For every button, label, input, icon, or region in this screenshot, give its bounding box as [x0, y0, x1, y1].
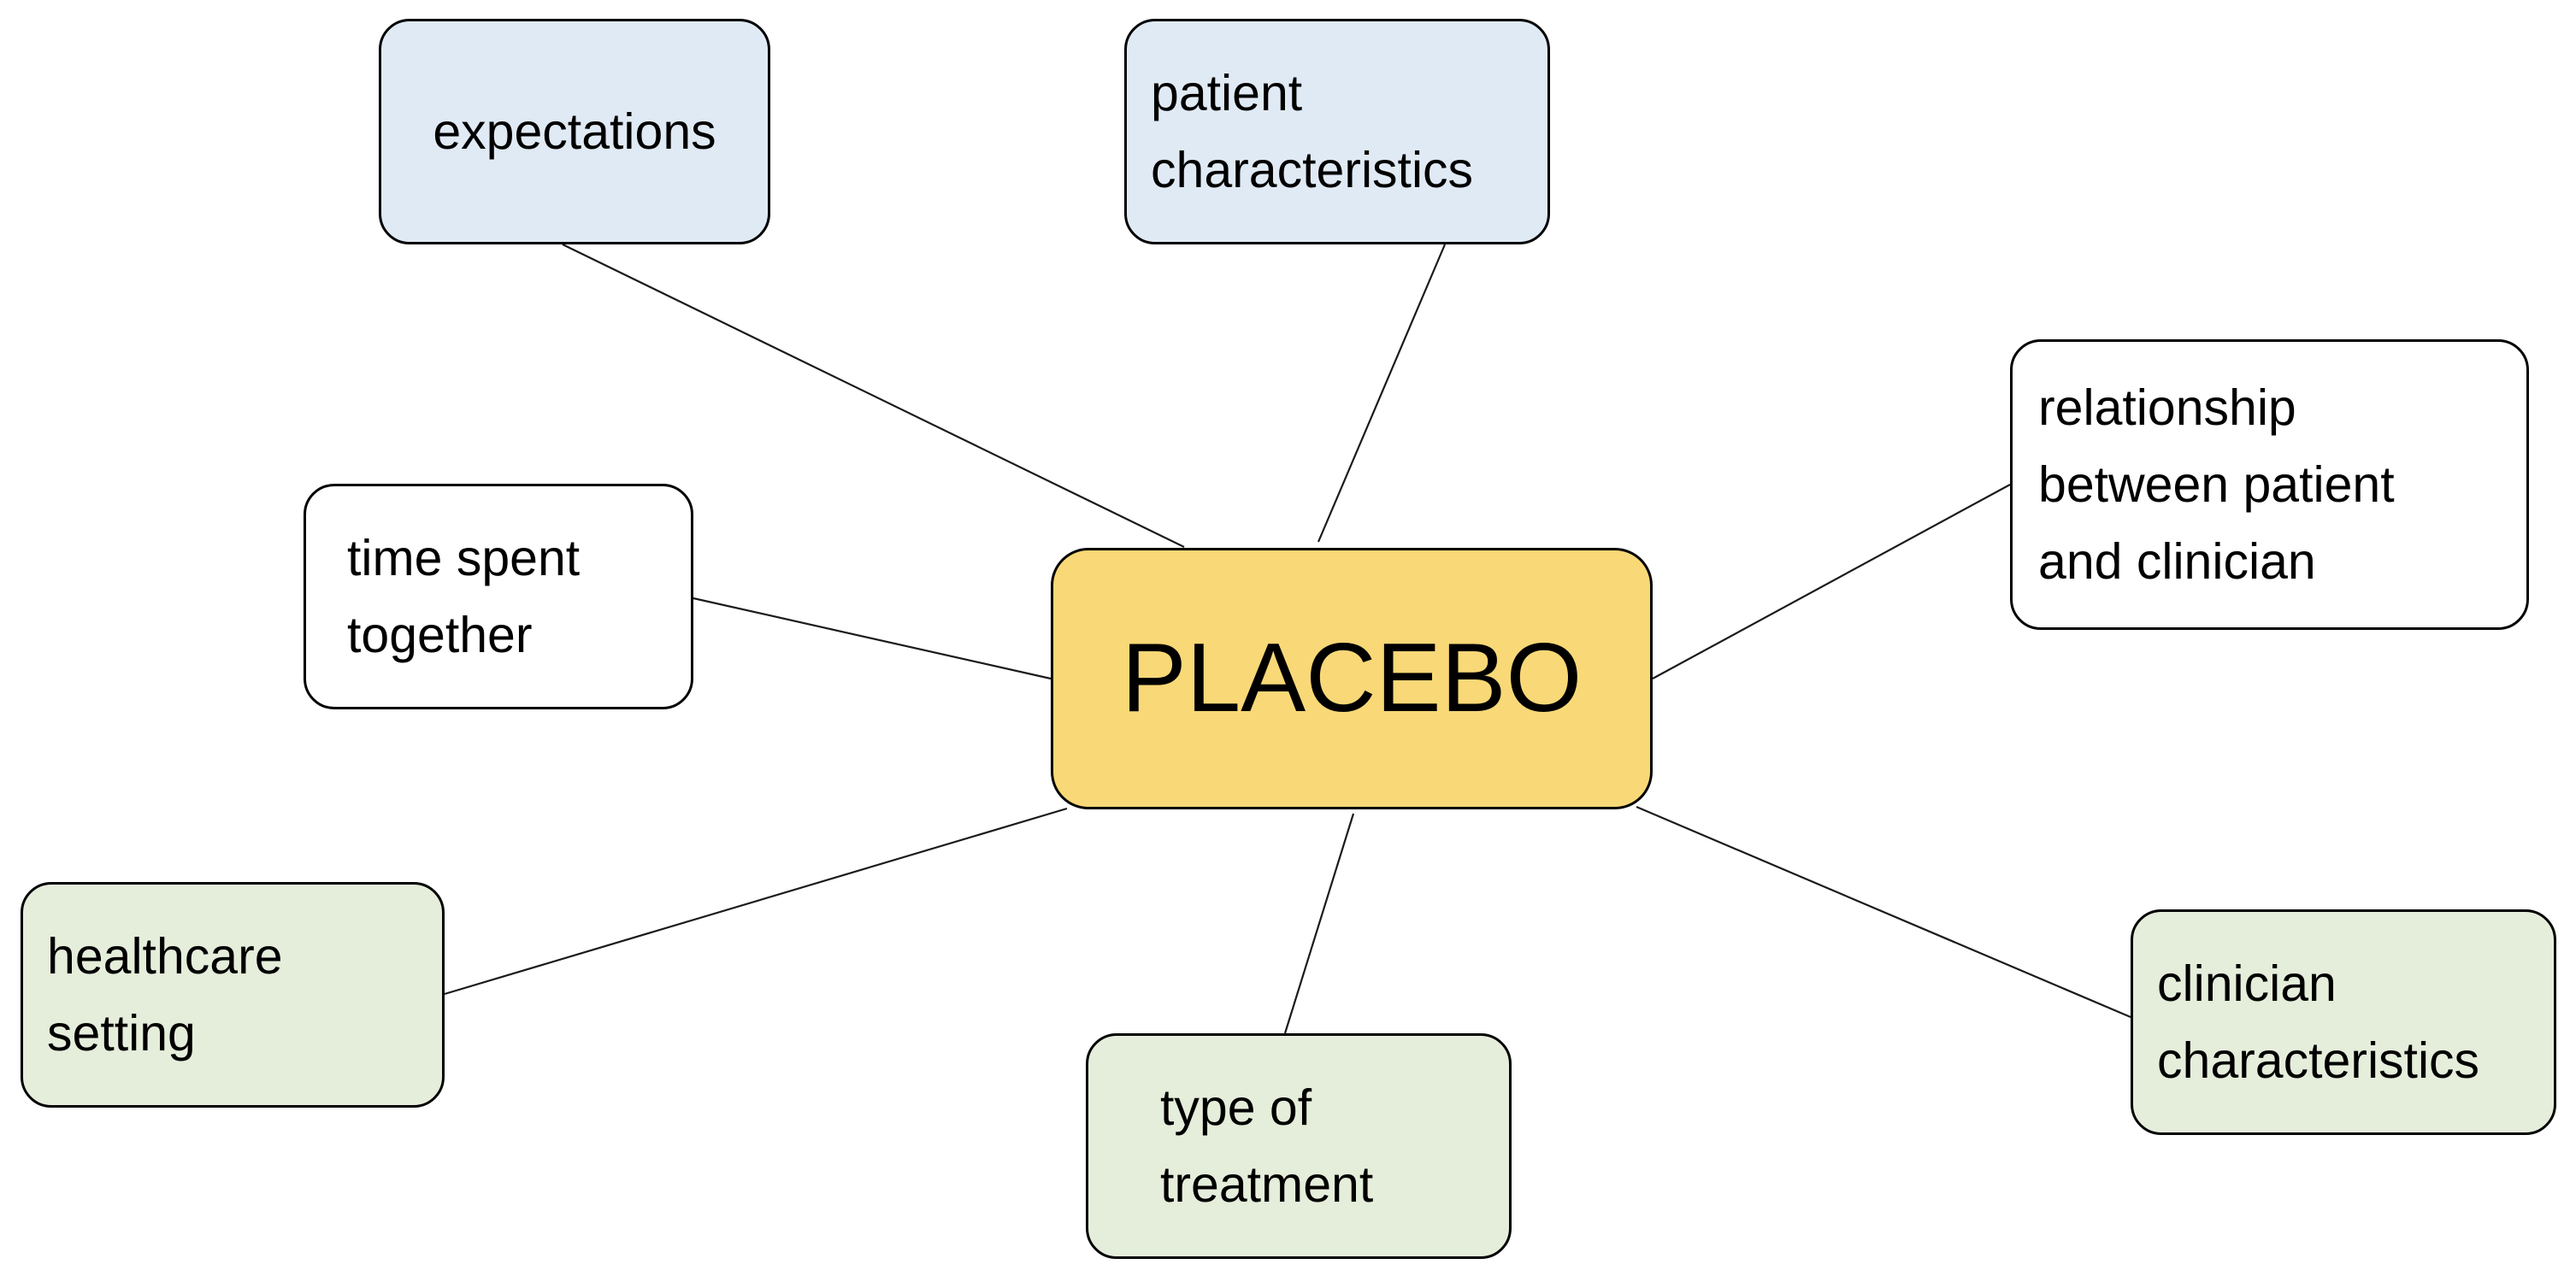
- factor-label-type-of-treatment: type of treatment: [1160, 1079, 1374, 1213]
- factor-label-healthcare-setting: healthcare setting: [47, 928, 283, 1061]
- factor-label-clinician-characteristics: clinician characteristics: [2157, 956, 2480, 1089]
- connector-expectations: [562, 244, 1185, 548]
- factor-node-clinician-characteristics: clinician characteristics: [2131, 909, 2556, 1135]
- factor-node-relationship: relationship between patient and clinici…: [2010, 339, 2529, 630]
- connector-clinician-characteristics: [1636, 805, 2131, 1019]
- center-label-placebo: PLACEBO: [1121, 624, 1583, 732]
- factor-label-expectations: expectations: [433, 103, 716, 160]
- factor-node-type-of-treatment: type of treatment: [1086, 1033, 1512, 1259]
- factor-node-patient-characteristics: patient characteristics: [1124, 19, 1550, 244]
- connector-type-of-treatment: [1283, 813, 1355, 1034]
- center-node-placebo: PLACEBO: [1051, 548, 1653, 809]
- factor-node-healthcare-setting: healthcare setting: [21, 882, 445, 1108]
- connector-time-spent: [693, 597, 1052, 680]
- connector-patient-characteristics: [1317, 244, 1447, 543]
- connector-relationship: [1652, 484, 2011, 679]
- factor-node-time-spent: time spent together: [304, 484, 693, 709]
- factor-label-time-spent: time spent together: [347, 530, 581, 663]
- connector-healthcare-setting: [444, 807, 1068, 996]
- factor-node-expectations: expectations: [379, 19, 770, 244]
- factor-label-relationship: relationship between patient and clinici…: [2038, 379, 2395, 590]
- factor-label-patient-characteristics: patient characteristics: [1151, 65, 1474, 198]
